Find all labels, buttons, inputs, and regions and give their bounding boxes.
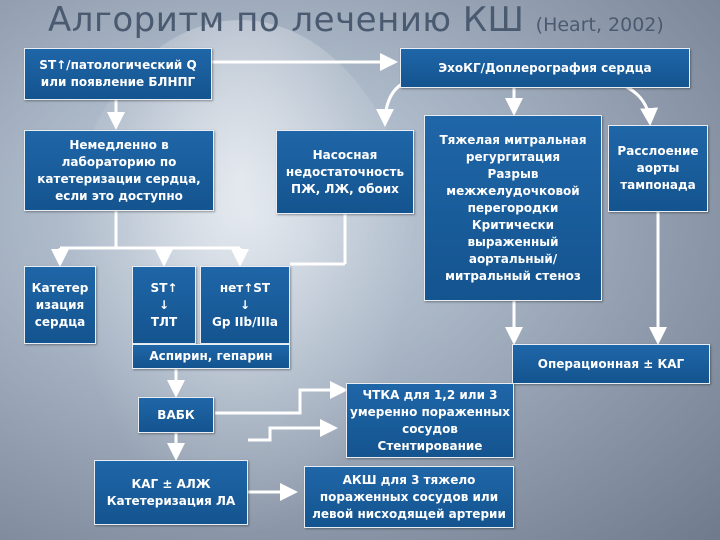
arrow-iabp-to-ptca	[215, 381, 348, 415]
echo-box: ЭхоКГ/Доплерография сердца	[400, 48, 690, 88]
cabg-box: АКШ для 3 тяжело пораженных сосудов или …	[304, 466, 514, 528]
catheterization-box: Катетер изация сердца	[24, 266, 96, 344]
surgery-box: Операционная ± КАГ	[512, 344, 710, 384]
title-source: (Heart, 2002)	[535, 14, 664, 36]
aspirin-heparin-box: Аспирин, гепарин	[132, 344, 290, 369]
arrow-cag-to-cabg	[248, 419, 338, 442]
st-tlt-box: ST↑ ↓ ТЛТ	[132, 266, 196, 344]
ptca-box: ЧТКА для 1,2 или 3 умеренно пораженных с…	[346, 383, 514, 458]
no-st-box: нет↑ST ↓ Gp IIb/IIIa	[200, 266, 290, 344]
cag-box: КАГ ± АЛЖ Катетеризация ЛА	[94, 460, 248, 525]
immediate-cath-box: Немедленно в лабораторию по катетеризаци…	[24, 130, 214, 211]
iabp-box: ВАБК	[138, 397, 214, 433]
mitral-regurg-box: Тяжелая митральная регургитация Разрыв м…	[424, 115, 602, 301]
aortic-dissection-box: Расслоение аорты тампонада	[608, 125, 708, 212]
title-main: Алгоритм по лечению КШ	[48, 0, 536, 40]
st-q-box: ST↑/патологический Q или появление БЛНПГ	[24, 48, 212, 100]
pump-failure-box: Насосная недостаточность ПЖ, ЛЖ, обоих	[276, 130, 414, 214]
page-title: Алгоритм по лечению КШ (Heart, 2002)	[48, 0, 708, 40]
